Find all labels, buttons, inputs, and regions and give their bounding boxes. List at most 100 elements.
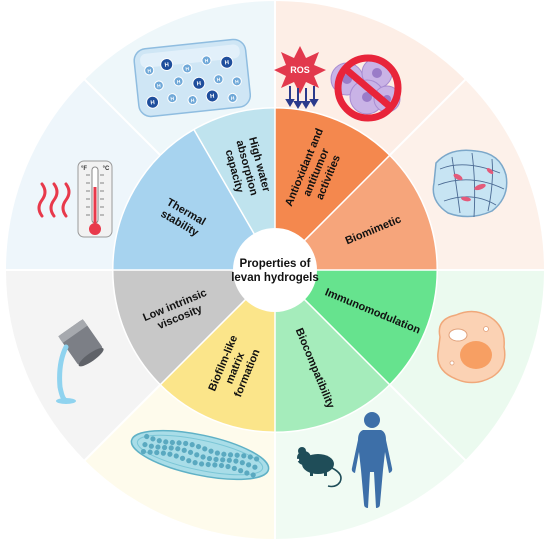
water-molecule-label: H — [196, 81, 201, 87]
water-molecule-icon — [182, 63, 193, 74]
water-molecule-label: H — [191, 98, 196, 104]
biomimetic-mesh-icon — [432, 149, 508, 218]
bacteria-bead-icon — [205, 461, 211, 468]
bacteria-bead-icon — [169, 439, 175, 446]
bacteria-bead-icon — [214, 450, 220, 456]
bacteria-bead-icon — [163, 439, 169, 445]
bacteria-bead-icon — [175, 446, 181, 452]
water-molecule-icon — [205, 89, 219, 103]
bacteria-bead-icon — [179, 455, 186, 461]
bacteria-bead-icon — [156, 438, 162, 444]
water-molecule-icon — [144, 65, 155, 76]
bacteria-bead-icon — [234, 452, 240, 458]
bacteria-bead-icon — [213, 456, 219, 463]
water-molecule-icon — [153, 80, 164, 91]
center-circle — [233, 228, 317, 312]
water-molecule-label: H — [224, 60, 229, 66]
macrophage-cell-icon — [437, 310, 506, 384]
fahrenheit-label: °F — [81, 166, 87, 172]
bacteria-bead-icon — [206, 455, 213, 462]
water-molecule-icon — [192, 76, 206, 90]
bacteria-bead-icon — [168, 445, 174, 451]
water-molecule-icon — [167, 93, 178, 104]
bacteria-bead-icon — [167, 451, 173, 457]
water-molecule-label: H — [185, 66, 190, 72]
bacteria-bead-icon — [181, 447, 187, 453]
bacteria-bead-icon — [252, 464, 258, 470]
bacteria-bead-icon — [246, 462, 252, 468]
water-molecule-label: H — [164, 62, 169, 68]
human-figure-icon — [351, 412, 393, 508]
pouring-beaker-icon — [56, 319, 104, 404]
bacteria-bead-icon — [227, 452, 234, 458]
bacteria-bead-icon — [244, 470, 250, 476]
bacteria-bead-icon — [239, 460, 245, 466]
bacteria-bead-icon — [194, 452, 200, 458]
water-molecule-icon — [231, 76, 242, 87]
bacteria-bead-icon — [142, 442, 148, 448]
bacteria-bead-icon — [212, 462, 218, 468]
bacteria-bead-icon — [148, 443, 154, 449]
water-molecule-icon — [213, 74, 224, 85]
hydrogel-water-icon: H H H H H H H H H H H H H H H — [133, 38, 252, 118]
bacteria-bead-icon — [238, 468, 244, 474]
bacteria-bead-icon — [161, 444, 168, 451]
bacteria-bead-icon — [140, 448, 147, 455]
bacteria-bead-icon — [231, 465, 237, 472]
bacteria-bead-icon — [220, 457, 226, 463]
water-molecule-label: H — [210, 94, 215, 100]
bacteria-bead-icon — [189, 442, 195, 448]
water-molecule-label: H — [170, 96, 175, 102]
biofilm-bacteria-icon — [130, 429, 270, 481]
bacteria-bead-icon — [176, 440, 182, 446]
bacteria-bead-icon — [225, 463, 231, 470]
water-molecule-label: H — [177, 79, 182, 85]
mouse-icon — [296, 447, 342, 488]
prohibition-icon — [334, 54, 402, 122]
bacteria-bead-icon — [254, 456, 260, 462]
bacteria-bead-icon — [221, 451, 227, 457]
bacteria-bead-icon — [247, 454, 253, 460]
water-molecule-label: H — [147, 68, 152, 74]
bacteria-bead-icon — [195, 444, 202, 450]
bacteria-bead-icon — [250, 472, 256, 478]
bacteria-bead-icon — [241, 453, 247, 459]
water-molecule-label: H — [204, 58, 209, 64]
water-molecule-label: H — [231, 96, 236, 102]
ros-burst-icon: ROS — [274, 46, 326, 109]
water-molecule-label: H — [150, 100, 155, 106]
bacteria-bead-icon — [150, 436, 156, 442]
water-molecule-label: H — [157, 83, 162, 89]
bacteria-bead-icon — [226, 457, 232, 463]
bacteria-bead-icon — [155, 444, 161, 450]
water-molecule-icon — [187, 95, 198, 106]
bacteria-bead-icon — [154, 449, 160, 456]
bacteria-bead-icon — [186, 458, 192, 464]
heat-waves-icon — [37, 182, 71, 218]
thermometer-icon: °F °C — [77, 160, 113, 238]
bacteria-bead-icon — [218, 462, 225, 469]
water-molecule-label: H — [217, 77, 222, 83]
water-molecule-icon — [201, 55, 212, 66]
bacteria-bead-icon — [147, 449, 153, 455]
bacteria-bead-icon — [202, 446, 208, 452]
ros-label: ROS — [290, 65, 310, 75]
bacteria-bead-icon — [200, 454, 206, 460]
bacteria-bead-icon — [233, 458, 239, 464]
bacteria-bead-icon — [187, 449, 194, 455]
celsius-label: °C — [103, 166, 110, 172]
bacteria-bead-icon — [183, 440, 189, 447]
bacteria-bead-icon — [160, 450, 166, 456]
segment-label-water: High waterabsorptioncapacity — [221, 135, 273, 200]
bacteria-bead-icon — [192, 460, 198, 466]
water-molecule-icon — [220, 55, 234, 69]
water-molecule-icon — [173, 76, 184, 87]
bacteria-bead-icon — [173, 453, 179, 459]
water-molecule-label: H — [235, 79, 240, 85]
bacteria-bead-icon — [198, 461, 205, 467]
bacteria-bead-icon — [208, 448, 214, 454]
